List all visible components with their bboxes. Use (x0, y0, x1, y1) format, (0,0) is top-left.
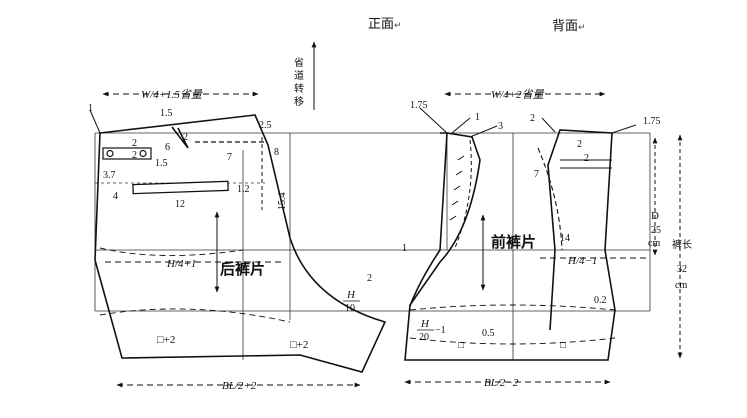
fly-tick-marks (449, 155, 465, 221)
back-heading-text: 背面 (552, 19, 579, 34)
dim-number: 3.7 (103, 170, 116, 181)
dim-number: 2.5 (259, 120, 272, 131)
dim-number: 1.5 (160, 108, 173, 119)
box-front-label: □ (458, 340, 464, 351)
dim-number: 6 (165, 142, 170, 153)
length-unit: cm (675, 280, 687, 291)
box-plus2-label: □+2 (157, 334, 175, 346)
dim-number: 2 (577, 139, 582, 150)
dim-number: 14 (560, 233, 570, 244)
front-fly-ticks (449, 155, 465, 221)
front-hem-label: BL/2−2 (484, 377, 519, 389)
front-piece-outline (404, 129, 616, 361)
front-heading-text: 正面 (368, 17, 395, 32)
front-pocket-line (537, 147, 563, 251)
back-dart (171, 126, 189, 149)
dimension-arrows (89, 41, 683, 388)
dim-number: 15.4 (277, 193, 288, 211)
dim-number: 0.2 (594, 295, 607, 306)
dim-number: 1.75 (410, 100, 428, 111)
box-plus2-label: □+2 (290, 339, 308, 351)
back-dashed-curves (99, 247, 291, 323)
dart-transfer-char: 省 (294, 56, 304, 69)
front-crotch-path (409, 132, 448, 307)
h20-suffix: −1 (435, 325, 446, 336)
dim-number: 12 (175, 199, 185, 210)
back-piece-outline (94, 114, 387, 373)
leader-line (611, 124, 637, 134)
dim-number: 2 (183, 132, 188, 143)
dim-number: 2 (367, 273, 372, 284)
return-mark: ↵ (578, 23, 586, 33)
dim-number: 3 (498, 121, 503, 132)
dim-number: 1 (88, 103, 93, 114)
h10-numerator: H (346, 289, 356, 301)
h20-denominator: 20 (419, 332, 429, 343)
leader-line (469, 125, 498, 138)
dim-number: 0.5 (482, 328, 495, 339)
front-knee-curve (409, 304, 616, 311)
main-labels: W/4+1.5省量 W/4+2省量 H/4+1 后裤片 前裤片 H/4−1 BL… (141, 88, 692, 392)
dim-number: 1.75 (643, 116, 661, 127)
button-icon (139, 149, 147, 158)
dart-transfer-label: 省 道 转 移 (294, 56, 304, 108)
dim-number: 1.5 (155, 158, 168, 169)
d-unit: cm (648, 238, 660, 249)
front-heading: 正面↵ (368, 13, 402, 32)
back-piece-path (94, 114, 387, 373)
dim-number: 8 (274, 147, 279, 158)
dimension-numbers: 1 1.5 2 2 6 1.5 2 3.7 4 12 1.2 7 8 2.5 1… (88, 100, 661, 339)
back-hem-label: BL/2+2 (222, 380, 257, 392)
back-pocket (132, 180, 229, 195)
button-icon (106, 149, 114, 158)
front-hip-label: H/4−1 (567, 255, 597, 267)
dart-transfer-char: 移 (294, 95, 304, 108)
back-heading: 背面↵ (552, 15, 586, 34)
back-hip-label: H/4+1 (166, 258, 196, 270)
back-tab (102, 147, 152, 160)
dim-number: 2 (132, 150, 137, 161)
dim-number: 2 (584, 153, 589, 164)
back-buttons (102, 147, 152, 160)
back-piece-label: 后裤片 (220, 260, 265, 278)
front-pocket-curve (537, 147, 563, 251)
box-front-label: □ (560, 340, 566, 351)
leader-line (89, 109, 101, 134)
return-mark: ↵ (394, 21, 402, 31)
dart-transfer-char: 转 (294, 82, 304, 95)
dim-number: 1.2 (237, 184, 250, 195)
dart-transfer-char: 道 (294, 69, 304, 82)
dim-number: 1 (402, 243, 407, 254)
front-fly-stitch (454, 139, 472, 249)
leader-line (419, 107, 448, 134)
d-value: 25 (651, 225, 661, 236)
front-waist-label: W/4+2省量 (491, 88, 545, 101)
leader-line (451, 117, 471, 134)
dim-number: 7 (227, 152, 232, 163)
d-letter: D (651, 210, 659, 222)
h10-denominator: 10 (345, 303, 355, 314)
dim-number: 1 (475, 112, 480, 123)
front-piece-label: 前裤片 (491, 233, 536, 251)
dim-number: 2 (530, 113, 535, 124)
front-hem-curve (409, 337, 616, 345)
back-waist-label: W/4+1.5省量 (141, 88, 203, 101)
back-pocket-welt (132, 180, 229, 195)
front-waistband-lines (560, 159, 612, 169)
dim-number: 2 (132, 138, 137, 149)
length-value: 32 (677, 264, 687, 275)
leader-line (541, 117, 556, 133)
back-knee-curve (99, 308, 291, 323)
front-piece-path (404, 129, 616, 361)
dim-number: 7 (534, 169, 539, 180)
h20-numerator: H (420, 318, 430, 330)
fly-stitch-line (454, 139, 472, 249)
dim-number: 4 (113, 191, 118, 202)
guide-lines (94, 132, 651, 360)
back-hip-curve (99, 247, 244, 256)
length-name: 裤长 (672, 238, 692, 251)
